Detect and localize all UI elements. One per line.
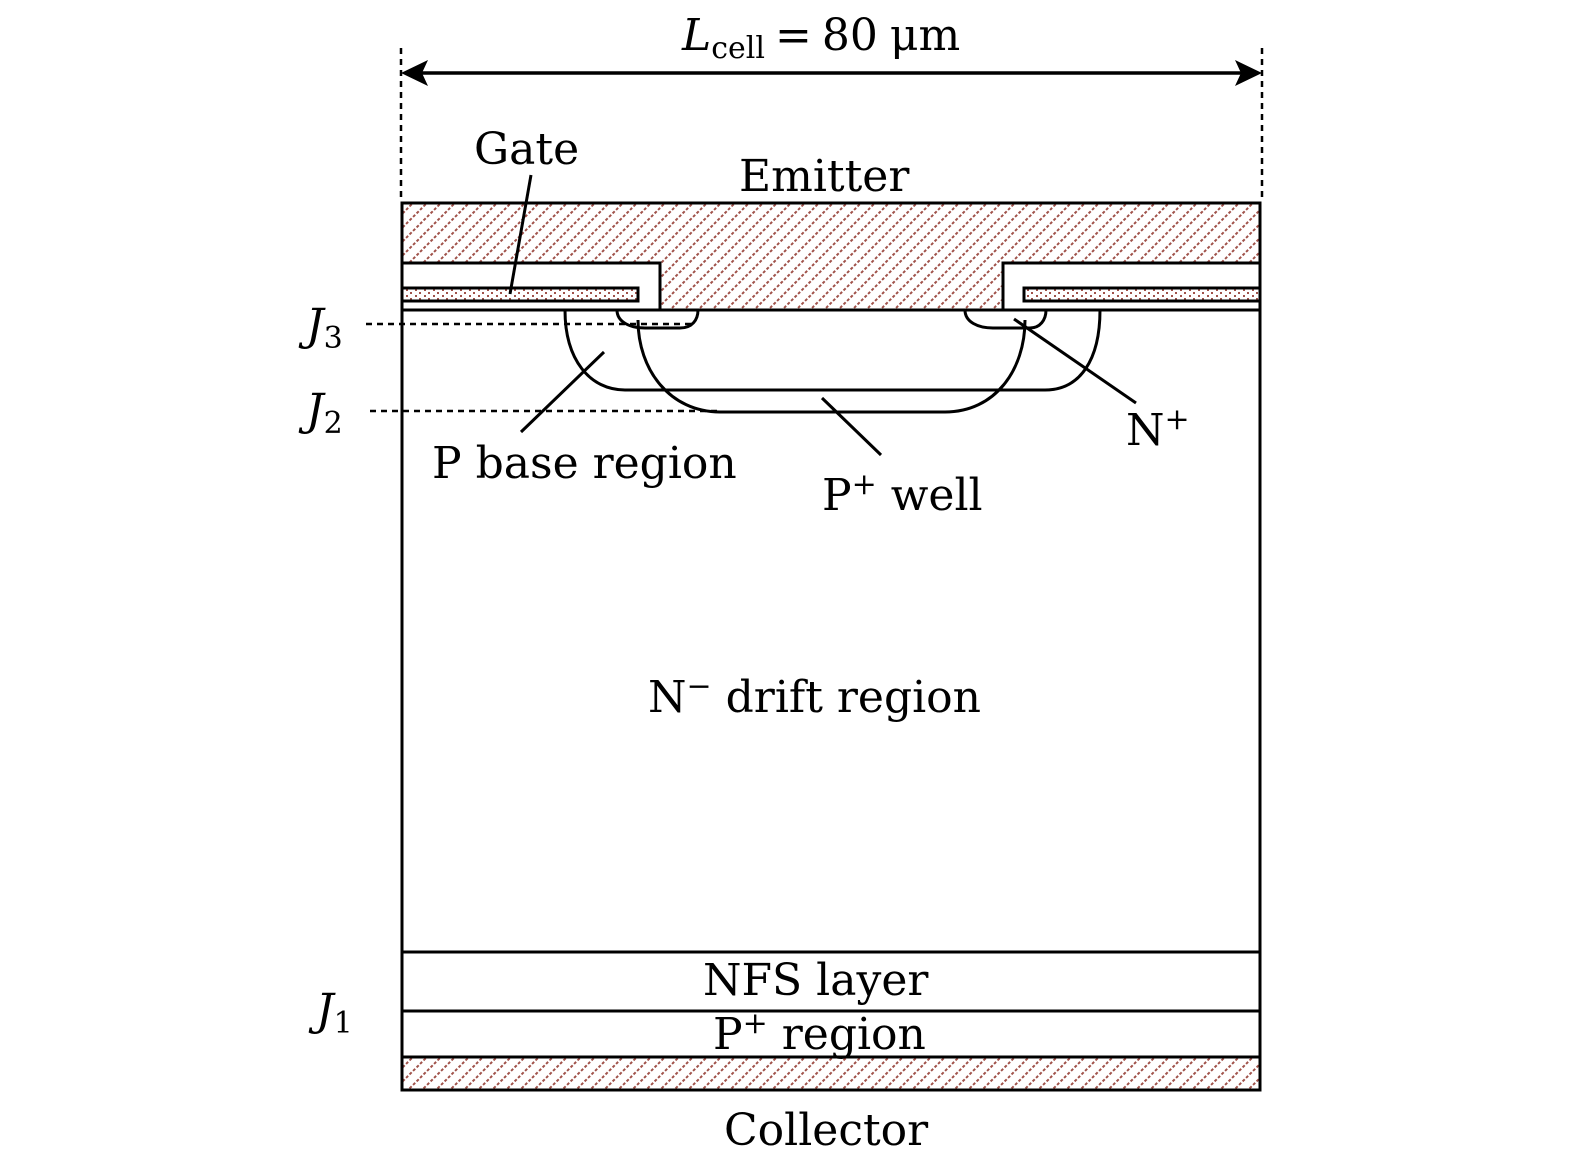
n-plus-label: N+: [1126, 402, 1190, 456]
arrow-left-icon: [401, 60, 428, 86]
p-plus-well-label: P+well: [822, 467, 983, 521]
gate-left: [400, 261, 662, 312]
nfs-layer-label: NFS layer: [703, 955, 929, 1006]
j3-label: J3: [298, 300, 343, 356]
p-plus-well-leader: [820, 396, 883, 457]
emitter-label: Emitter: [739, 151, 910, 202]
gate-right: [1001, 261, 1262, 312]
gate-label: Gate: [474, 124, 579, 175]
collector-label: Collector: [724, 1105, 929, 1156]
p-plus-well: [636, 319, 1027, 414]
p-plus-region-label: P+region: [713, 1006, 926, 1060]
gate-leader: [508, 174, 533, 295]
j2-label: J2: [298, 385, 343, 441]
n-plus-leader: [1013, 317, 1137, 405]
j1-label: J1: [308, 985, 353, 1041]
n-plus-source-left: [615, 309, 700, 330]
p-base-region: [563, 309, 1102, 392]
collector-metal: [400, 1055, 1262, 1092]
n-drift-label: N−drift region: [648, 669, 981, 723]
gate-poly-right: [1022, 286, 1262, 303]
n-plus-source-right: [963, 309, 1048, 330]
gate-poly-left: [400, 286, 640, 303]
p-base-leader: [519, 350, 606, 434]
p-base-label: P base region: [432, 438, 737, 489]
arrow-right-icon: [1235, 60, 1262, 86]
